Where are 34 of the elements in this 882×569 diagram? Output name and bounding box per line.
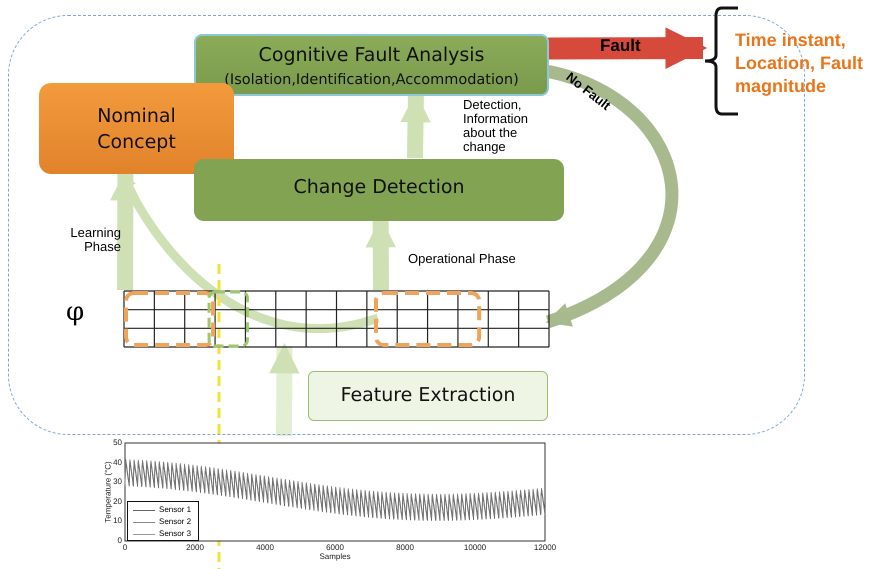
legend-label: Sensor 2 [159,517,192,526]
box-title: Feature Extraction [340,384,516,406]
tick-label: 8000 [396,543,414,552]
axis-title: Samples [319,552,351,561]
tick-label: 4000 [256,543,274,552]
box-subtitle: (Isolation,Identification,Accommodation) [223,72,520,88]
box-title: Cognitive Fault Analysis [258,44,486,66]
axis-title: Temperature (°C) [104,461,112,523]
legend-label: Sensor 3 [159,529,192,538]
process-box [194,34,549,96]
tick-label: 2000 [186,543,204,552]
tick-label: 0 [118,536,122,545]
symbol-label: φ [66,297,84,327]
edge-label: Operational Phase [408,252,516,266]
process-box [194,159,564,221]
box-title: Nominal Concept [96,104,177,155]
tick-label: 30 [113,477,122,486]
edge-label: Learning Phase [69,226,121,254]
arrow [546,65,678,328]
tick-label: 6000 [326,543,344,552]
tick-label: 0 [122,543,128,552]
process-box [308,371,548,421]
tick-label: 10000 [464,543,486,552]
arrow [269,342,300,436]
output-text: Time instant, Location, Fault magnitude [735,29,864,98]
tick-label: 10 [113,516,122,526]
tick-label: 12000 [534,543,556,552]
edge-label: Detection, Information about the change [463,98,530,154]
box-title: Change Detection [292,176,466,198]
tick-label: 50 [113,438,122,447]
tick-label: 40 [113,458,122,467]
tick-label: 20 [113,496,122,506]
edge-label: Fault [600,37,641,55]
legend-label: Sensor 1 [159,505,192,514]
